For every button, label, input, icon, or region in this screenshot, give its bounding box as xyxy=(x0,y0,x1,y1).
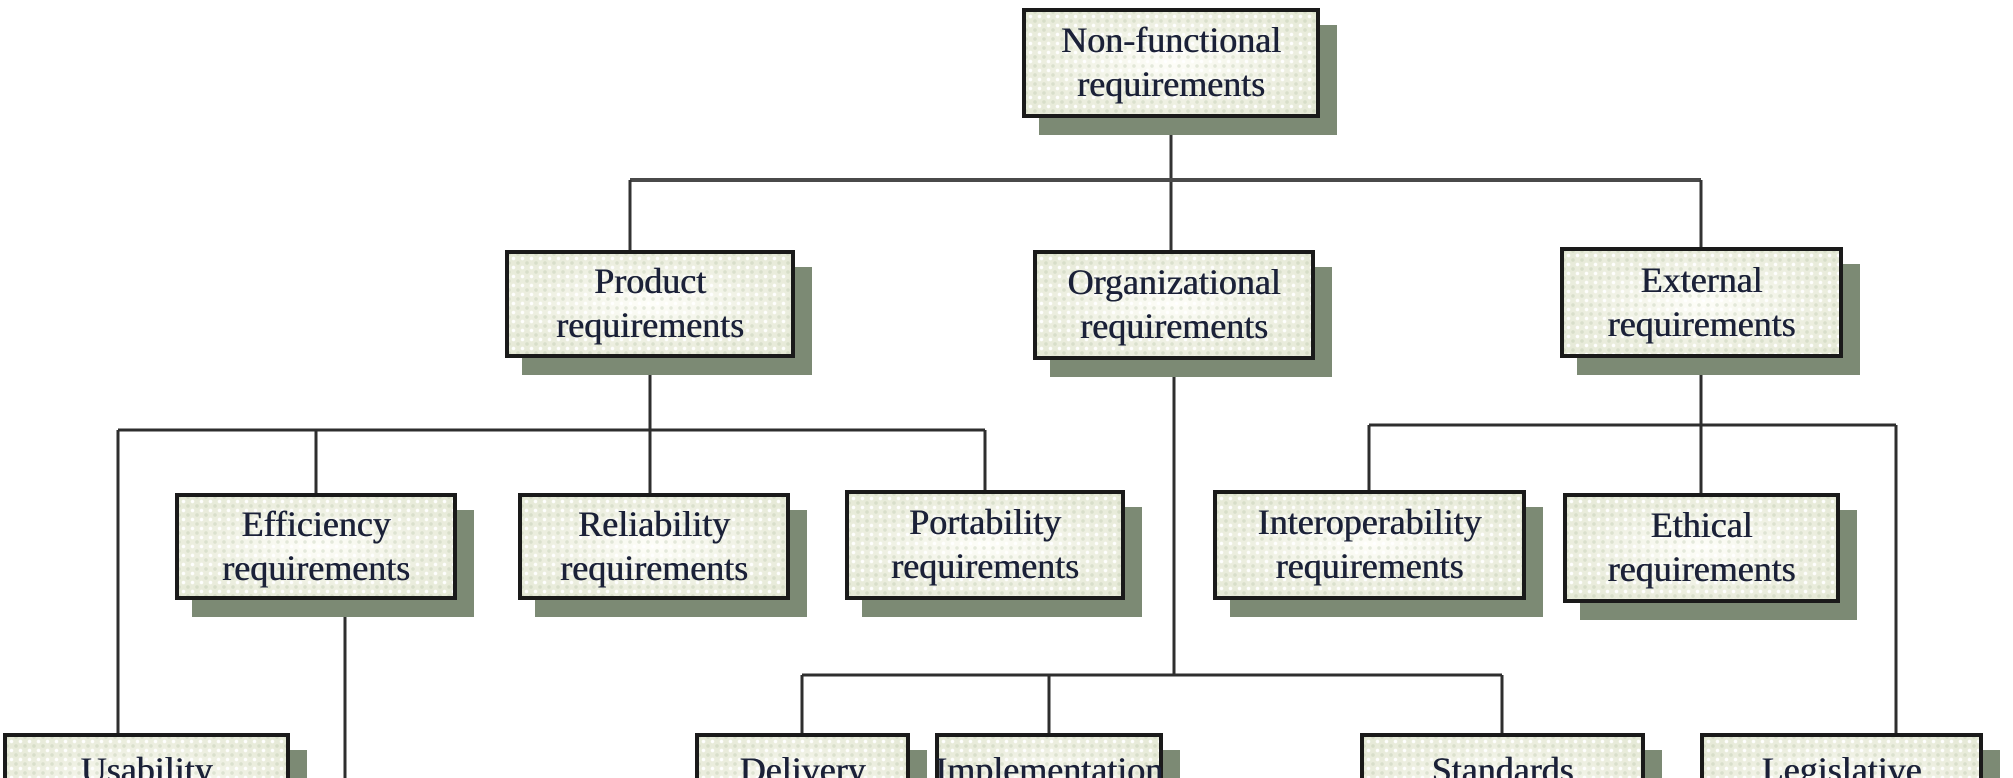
node-label: Efficiency requirements xyxy=(222,503,410,588)
node-label: Portability requirements xyxy=(891,502,1079,586)
node-label: External requirements xyxy=(1607,259,1796,344)
node-label: Usability xyxy=(80,750,213,778)
node-interoperability-requirements: Interoperability requirements xyxy=(1213,490,1526,600)
node-label: Non-functional requirements xyxy=(1061,20,1281,104)
node-external-requirements: External requirements xyxy=(1560,247,1843,358)
node-ethical-requirements: Ethical requirements xyxy=(1563,493,1840,603)
node-implementation: Implementation xyxy=(935,733,1163,778)
node-reliability-requirements: Reliability requirements xyxy=(518,493,790,600)
node-legislative: Legislative xyxy=(1700,733,1983,778)
node-label: Interoperability requirements xyxy=(1257,502,1482,586)
node-product-requirements: Product requirements xyxy=(505,250,795,358)
node-label: Legislative xyxy=(1761,750,1922,778)
node-efficiency-requirements: Efficiency requirements xyxy=(175,493,457,600)
node-non-functional-requirements: Non-functional requirements xyxy=(1022,8,1320,118)
node-label: Implementation xyxy=(935,750,1163,778)
node-portability-requirements: Portability requirements xyxy=(845,490,1125,600)
node-label: Delivery xyxy=(739,750,866,778)
node-label: Reliability requirements xyxy=(560,503,748,588)
node-label: Product requirements xyxy=(556,261,744,345)
node-usability: Usability xyxy=(3,733,290,778)
node-standards: Standards xyxy=(1360,733,1645,778)
node-label: Ethical requirements xyxy=(1607,505,1796,589)
node-delivery: Delivery xyxy=(695,733,910,778)
node-label: Organizational requirements xyxy=(1067,262,1281,346)
node-organizational-requirements: Organizational requirements xyxy=(1033,250,1315,360)
node-label: Standards xyxy=(1431,750,1574,778)
